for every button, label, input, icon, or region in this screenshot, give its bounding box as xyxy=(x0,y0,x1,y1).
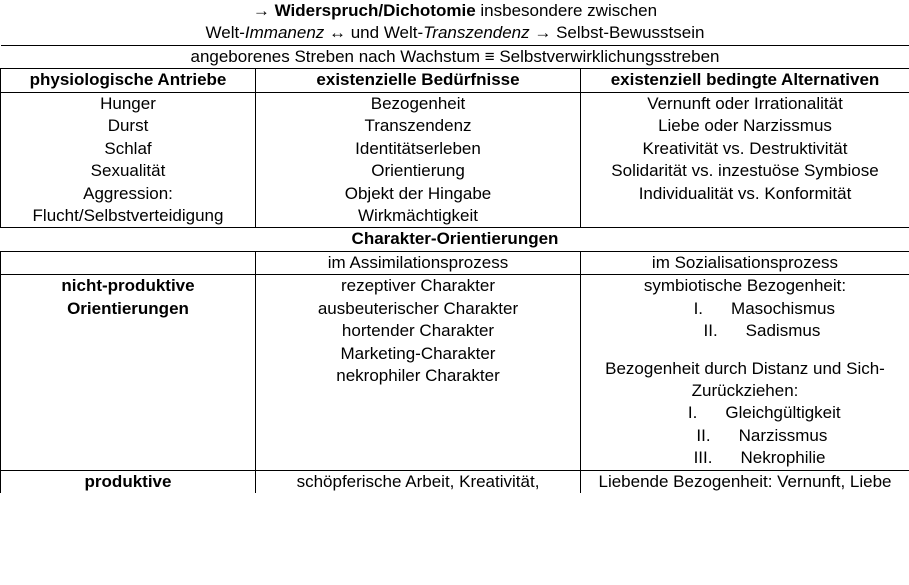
socialization-group2-title-line1: Bezogenheit durch Distanz und Sich- xyxy=(605,358,885,378)
header-line2-b: ↔ und Welt- xyxy=(324,23,424,43)
list-item: II. Sadismus xyxy=(581,320,909,342)
header-line1-rest: insbesondere zwischen xyxy=(475,1,658,20)
enum-text: Narzissmus xyxy=(738,425,828,445)
list-item: Aggression: xyxy=(83,183,173,203)
header-italic-immanenz: Immanenz xyxy=(244,23,325,43)
list-item: Orientierung xyxy=(371,161,465,181)
productive-label: produktive xyxy=(0,470,256,494)
header-line2-a: Welt- xyxy=(205,23,245,43)
character-subheader-row: im Assimilationsprozess im Sozialisation… xyxy=(0,251,909,276)
growth-band-row: angeborenes Streben nach Wachstum ≡ Selb… xyxy=(0,45,909,70)
drives-header-physiological: physiologische Antriebe xyxy=(0,68,256,93)
enum-numeral: II. xyxy=(696,425,711,445)
list-item: Identitätserleben xyxy=(355,138,481,158)
header-line-1: → Widerspruch/Dichotomie insbesondere zw… xyxy=(1,0,909,22)
header-italic-transzendenz: Transzendenz xyxy=(423,23,530,43)
header-line2-c: → Selbst-Bewusstsein xyxy=(529,23,705,43)
enum-text: Masochismus xyxy=(731,298,835,318)
socialization-group1-title: symbiotische Bezogenheit: xyxy=(643,276,847,296)
character-section-row: Charakter-Orientierungen xyxy=(0,227,909,252)
list-item: nekrophiler Charakter xyxy=(336,366,500,385)
character-subheader-socialization: im Sozialisationsprozess xyxy=(580,251,909,276)
header-title: → Widerspruch/Dichotomie insbesondere zw… xyxy=(0,0,909,46)
enum-text: Nekrophilie xyxy=(740,448,826,468)
productive-assimilation: schöpferische Arbeit, Kreativität, xyxy=(255,470,581,494)
list-item: Objekt der Hingabe xyxy=(344,183,492,203)
drives-body-row: Hunger Durst Schlaf Sexualität Aggressio… xyxy=(0,92,909,229)
enum-text: Gleichgültigkeit xyxy=(725,403,841,423)
list-item: Sexualität xyxy=(90,161,166,181)
header-bold-term: Widerspruch/Dichotomie xyxy=(274,1,476,20)
productive-row: produktive schöpferische Arbeit, Kreativ… xyxy=(0,470,909,494)
nonproductive-assimilation-list: rezeptiver Charakter ausbeuterischer Cha… xyxy=(255,274,581,471)
enum-text: Sadismus xyxy=(745,321,821,341)
list-item: Transzendenz xyxy=(364,116,472,136)
productive-socialization-line1: Liebende Bezogenheit: Vernunft, Liebe xyxy=(598,471,892,491)
list-item: Schlaf xyxy=(104,138,152,158)
list-item: Vernunft oder Irrationalität xyxy=(647,93,843,113)
list-item: I. Gleichgültigkeit xyxy=(581,402,909,424)
list-item: Wirkmächtigkeit xyxy=(358,205,478,225)
main-grid: → Widerspruch/Dichotomie insbesondere zw… xyxy=(0,0,909,494)
header-line-2: Welt-Immanenz ↔ und Welt-Transzendenz → … xyxy=(1,22,909,44)
enum-numeral: I. xyxy=(687,403,698,423)
growth-band-text: angeborenes Streben nach Wachstum ≡ Selb… xyxy=(0,45,909,70)
socialization-group2-title-line2: Zurückziehen: xyxy=(691,381,799,400)
list-item: I. Masochismus xyxy=(581,298,909,320)
list-item: Kreativität vs. Destruktivität xyxy=(642,138,848,158)
enum-numeral: III. xyxy=(693,448,713,468)
header-row: → Widerspruch/Dichotomie insbesondere zw… xyxy=(0,0,909,46)
list-item: Durst xyxy=(107,116,149,136)
list-item: hortender Charakter xyxy=(341,321,495,341)
list-item: Solidarität vs. inzestuöse Symbiose xyxy=(611,161,879,181)
list-item: II. Narzissmus xyxy=(581,425,909,447)
group-spacer xyxy=(581,343,909,358)
drives-header-existential-needs: existenzielle Bedürfnisse xyxy=(255,68,581,93)
list-item: ausbeuterischer Charakter xyxy=(317,298,519,318)
enum-numeral: I. xyxy=(693,298,704,318)
list-item: III. Nekrophilie xyxy=(581,447,909,469)
nonproductive-label-line2: Orientierungen xyxy=(67,298,189,318)
list-item: Bezogenheit xyxy=(370,93,466,113)
character-subheader-assimilation: im Assimilationsprozess xyxy=(255,251,581,276)
nonproductive-label: nicht-produktive Orientierungen xyxy=(0,274,256,471)
drives-header-existential-alternatives: existenziell bedingte Alternativen xyxy=(580,68,909,93)
list-item: rezeptiver Charakter xyxy=(340,276,495,296)
list-item: Individualität vs. Konformität xyxy=(638,183,852,203)
nonproductive-row: nicht-produktive Orientierungen rezeptiv… xyxy=(0,274,909,471)
list-item: Liebe oder Narzissmus xyxy=(658,116,832,136)
list-item: Hunger xyxy=(100,93,156,113)
nonproductive-label-line1: nicht-produktive xyxy=(61,276,195,296)
nonproductive-socialization-list: symbiotische Bezogenheit: I.Masochismus … xyxy=(580,274,909,471)
drives-list-existential-alternatives: Vernunft oder Irrationalität Liebe oder … xyxy=(580,92,909,229)
drives-header-row: physiologische Antriebe existenzielle Be… xyxy=(0,68,909,93)
character-subheader-blank xyxy=(0,251,256,276)
drives-list-physiological: Hunger Durst Schlaf Sexualität Aggressio… xyxy=(0,92,256,229)
list-item: Flucht/Selbstverteidigung xyxy=(32,205,224,225)
productive-socialization: Liebende Bezogenheit: Vernunft, Liebe xyxy=(580,470,909,494)
header-arrow: → xyxy=(252,1,275,20)
drives-list-existential-needs: Bezogenheit Transzendenz Identitätserleb… xyxy=(255,92,581,229)
productive-assimilation-line1: schöpferische Arbeit, Kreativität, xyxy=(296,471,540,491)
character-section-title: Charakter-Orientierungen xyxy=(0,227,909,252)
list-item: Marketing-Charakter xyxy=(340,343,496,363)
enum-numeral: II. xyxy=(703,321,718,341)
